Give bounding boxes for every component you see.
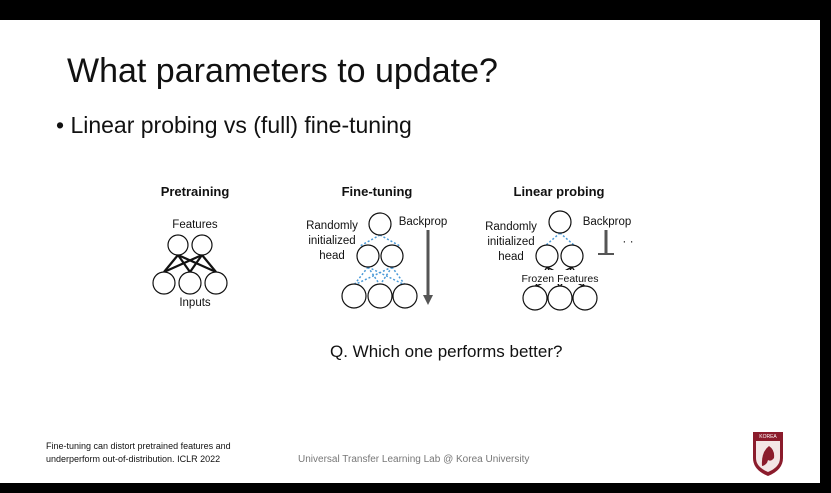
inputs-label: Inputs (179, 297, 211, 309)
head-label: initialized (487, 236, 534, 248)
finetuning-title: Fine-tuning (342, 184, 413, 199)
linear-probing-title: Linear probing (514, 184, 605, 199)
head-label: Randomly (485, 221, 537, 233)
reference-line: underperform out-of-distribution. ICLR 2… (46, 454, 221, 464)
question: Q. Which one performs better? (330, 342, 563, 361)
head-label: head (319, 250, 345, 262)
head-label: head (498, 251, 524, 263)
linear-probing-diagram (520, 210, 614, 311)
head-label: Randomly (306, 220, 358, 232)
frozen-features-label: Frozen Features (521, 273, 598, 285)
backprop-label: Backprop (583, 216, 632, 228)
slide: Pretraining Features Inputs Fine-tuning … (0, 20, 820, 483)
footer: Universal Transfer Learning Lab @ Korea … (298, 454, 530, 465)
bullet-point: • Linear probing vs (full) fine-tuning (56, 112, 412, 138)
slide-title: What parameters to update? (67, 52, 498, 90)
finetuning-diagram (341, 212, 433, 309)
head-label: initialized (308, 235, 355, 247)
korea-university-logo: KOREA (753, 432, 783, 476)
ellipsis: · · (622, 234, 633, 248)
svg-text:KOREA: KOREA (759, 434, 777, 440)
reference: Fine-tuning can distort pretrained featu… (46, 440, 231, 466)
reference-line: Fine-tuning can distort pretrained featu… (46, 441, 231, 451)
backprop-label: Backprop (399, 216, 448, 228)
diagrams: Pretraining Features Inputs Fine-tuning … (152, 184, 783, 476)
pretraining-title: Pretraining (161, 184, 230, 199)
pretraining-diagram (152, 234, 228, 295)
features-label: Features (172, 219, 218, 231)
